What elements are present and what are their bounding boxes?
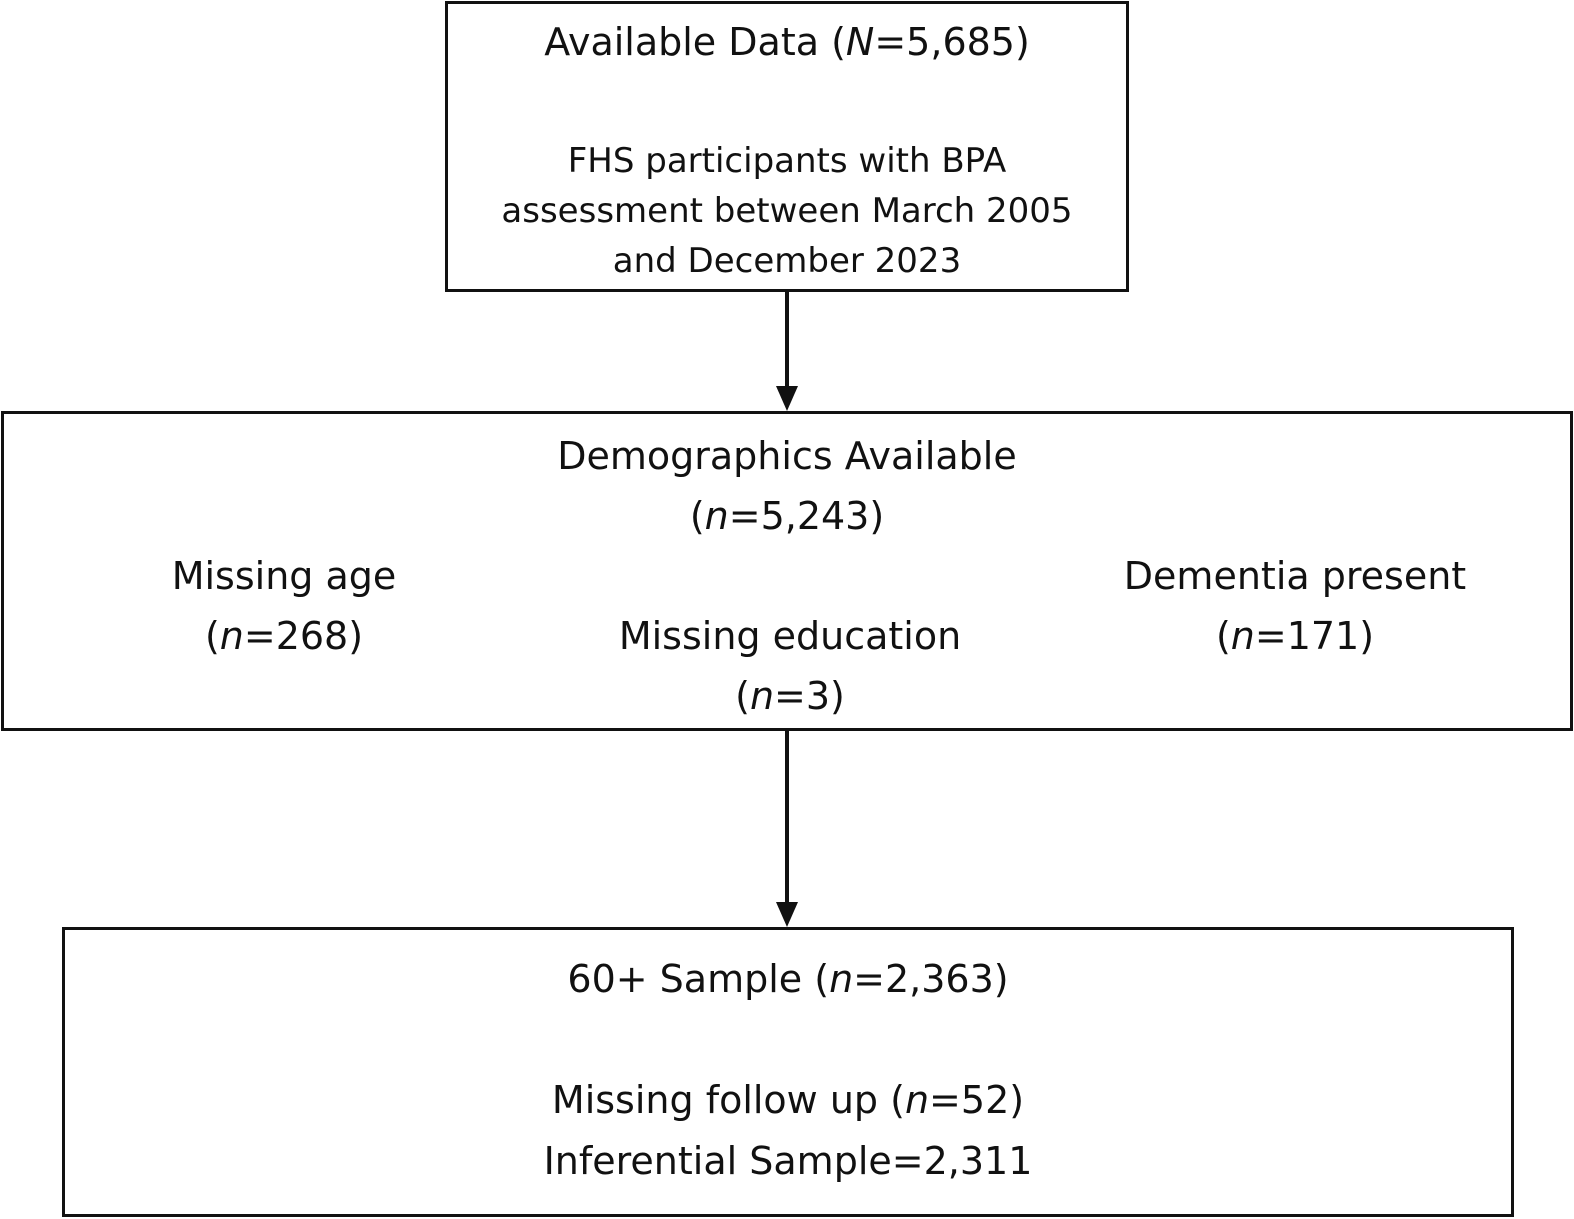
- available-data-desc-line2: assessment between March 2005: [501, 191, 1073, 231]
- missing-age-label: Missing age: [171, 554, 397, 598]
- missing-age-count: (n=268): [204, 614, 364, 658]
- missing-education-count: (n=3): [735, 674, 845, 718]
- arrow-box2-to-box3: [776, 731, 798, 927]
- arrow-box1-to-box2: [776, 292, 798, 411]
- demographics-title: Demographics Available: [557, 434, 1017, 478]
- available-data-title: Available Data (N=5,685): [544, 20, 1030, 64]
- available-data-box: Available Data (N=5,685) FHS participant…: [445, 1, 1129, 292]
- dementia-present-label: Dementia present: [1123, 554, 1467, 598]
- dementia-present-count: (n=171): [1215, 614, 1375, 658]
- sample-title: 60+ Sample (n=2,363): [567, 957, 1009, 1001]
- dementia-present-group: Dementia present (n=171): [1095, 553, 1495, 659]
- demographics-box: Demographics Available (n=5,243) Missing…: [1, 411, 1573, 731]
- inferential-sample: Inferential Sample=2,311: [543, 1139, 1033, 1183]
- missing-age-group: Missing age (n=268): [134, 553, 434, 659]
- missing-follow-up: Missing follow up (n=52): [551, 1078, 1025, 1122]
- available-data-desc-line1: FHS participants with BPA: [567, 141, 1007, 181]
- missing-education-label: Missing education: [618, 614, 962, 658]
- available-data-desc-line3: and December 2023: [612, 241, 962, 281]
- missing-education-group: Missing education (n=3): [590, 613, 990, 719]
- sample-box: 60+ Sample (n=2,363) Missing follow up (…: [62, 927, 1514, 1217]
- demographics-count: (n=5,243): [689, 494, 885, 538]
